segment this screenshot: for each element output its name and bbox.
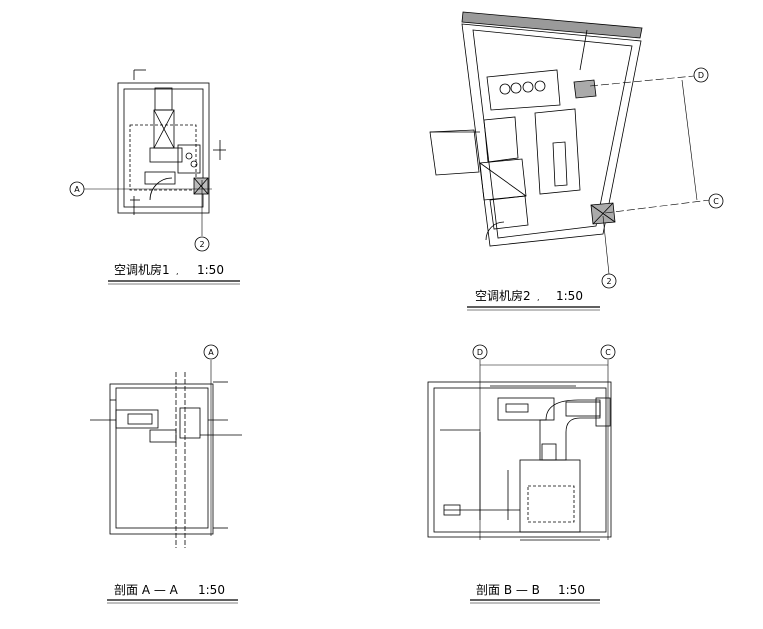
plan-2-scale: 1:50 <box>556 289 583 303</box>
section-b-scale: 1:50 <box>558 583 585 597</box>
plan-1-axis-2-bubble: 2 <box>194 236 210 252</box>
svg-text:,: , <box>176 267 179 276</box>
plan-2-drawing <box>429 11 643 247</box>
svg-text:2: 2 <box>199 240 204 249</box>
section-b-axis-D-bubble: D <box>472 344 488 360</box>
section-b-title-block: 剖面 B — B 1:50 <box>470 583 600 604</box>
plan-2-axis-D-bubble: D <box>693 67 709 83</box>
section-b-drawing <box>427 381 612 541</box>
plan-1-drawing <box>117 69 226 215</box>
plan-1-axis-A-bubble: A <box>69 181 85 197</box>
plan-2-title-block: 空调机房2 , 1:50 <box>467 288 600 311</box>
plan-1-axis-lines <box>84 180 212 236</box>
plan-1-title: 空调机房1 <box>114 262 170 277</box>
svg-text:2: 2 <box>606 277 611 286</box>
svg-text:,: , <box>537 293 540 302</box>
plan-2-axis-C-bubble: C <box>708 193 724 209</box>
section-b-title: 剖面 B — B <box>476 583 540 597</box>
svg-text:C: C <box>605 348 611 357</box>
section-a-scale: 1:50 <box>198 583 225 597</box>
section-a-title-block: 剖面 A — A 1:50 <box>107 583 238 604</box>
svg-text:C: C <box>713 197 719 206</box>
svg-text:A: A <box>74 185 80 194</box>
section-a-axis-A-bubble: A <box>203 344 219 360</box>
svg-text:D: D <box>477 348 483 357</box>
plan-2-title: 空调机房2 <box>475 288 531 303</box>
plan-1-title-block: 空调机房1 , 1:50 <box>108 262 240 285</box>
section-a-drawing <box>90 372 242 548</box>
svg-text:D: D <box>698 71 704 80</box>
section-b-axis-lines <box>479 360 609 540</box>
plan-2-axis-2-bubble: 2 <box>601 273 617 289</box>
plan-1-scale: 1:50 <box>197 263 224 277</box>
svg-text:A: A <box>208 348 214 357</box>
section-a-title: 剖面 A — A <box>114 583 179 597</box>
plan-2-axis-lines <box>589 75 711 275</box>
section-b-axis-C-bubble: C <box>600 344 616 360</box>
